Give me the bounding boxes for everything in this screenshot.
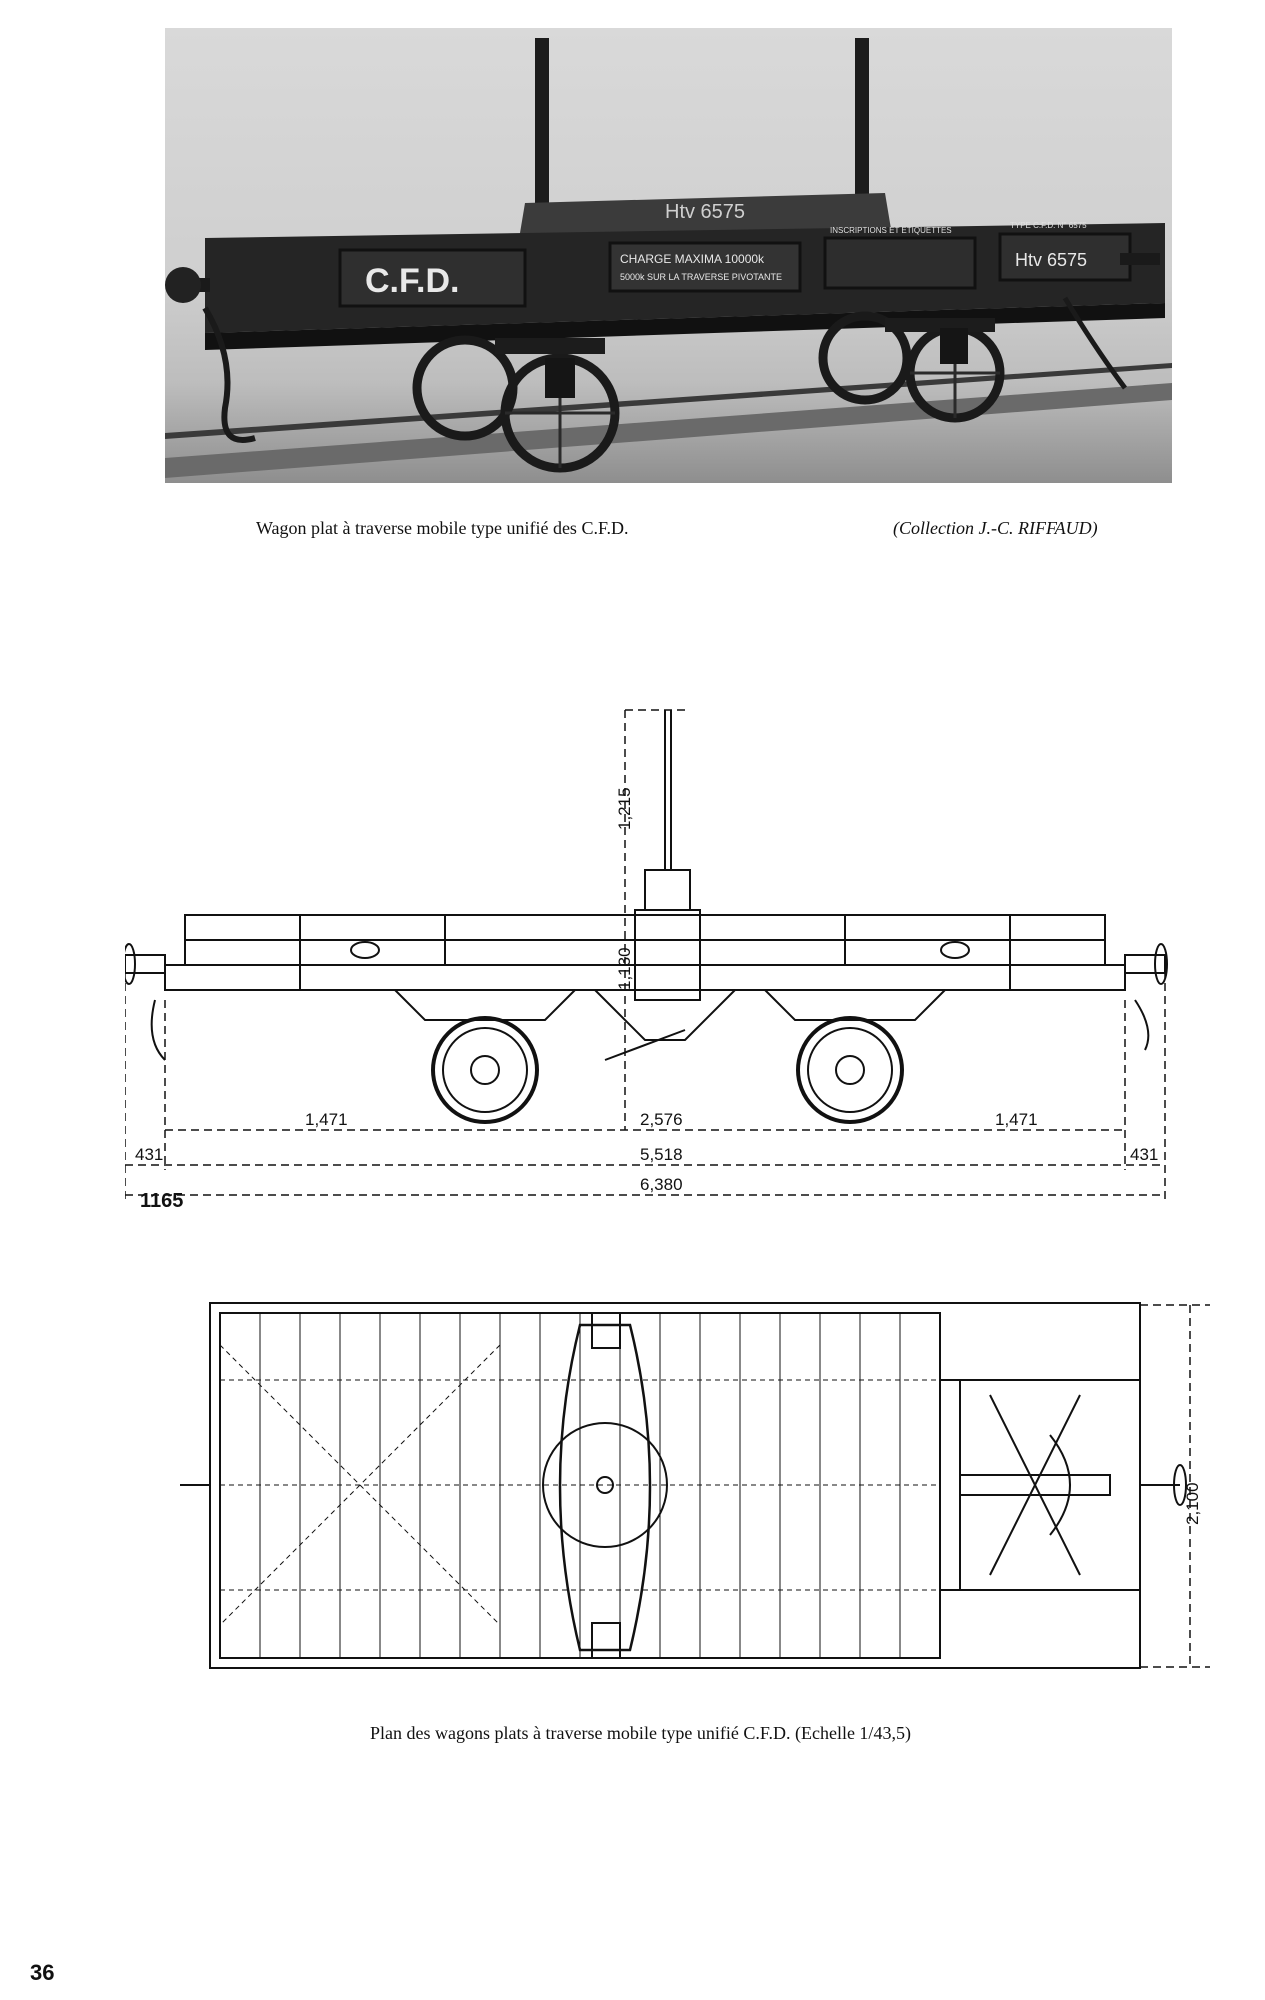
photo-caption: Wagon plat à traverse mobile type unifié… bbox=[256, 518, 629, 538]
dim-frame-length: 5,518 bbox=[640, 1145, 683, 1164]
drawing-code: 1165 bbox=[140, 1190, 184, 1212]
plan-svg: 2,100 bbox=[133, 1302, 1210, 1669]
page-number: 36 bbox=[30, 1960, 55, 1985]
plan-caption: Plan des wagons plats à traverse mobile … bbox=[370, 1723, 911, 1743]
side-elevation-svg: 1,215 1,130 1,471 2,576 1,471 431 5,518 … bbox=[122, 709, 1168, 1200]
wagon-photo: C.F.D. CHARGE MAXIMA 10000k 5000k SUR LA… bbox=[165, 28, 1172, 483]
dim-buffer-left: 431 bbox=[135, 1145, 163, 1164]
dim-wheelbase: 2,576 bbox=[640, 1110, 683, 1129]
dim-right-overhang: 1,471 bbox=[995, 1110, 1038, 1129]
dim-width: 2,100 bbox=[1183, 1482, 1202, 1525]
photo-cfd-lettering: C.F.D. bbox=[365, 262, 459, 300]
photo-plate-right-small: TYPE C.F.D. N° 6575 bbox=[1010, 221, 1087, 230]
photo-plate-small: INSCRIPTIONS ET ETIQUETTES bbox=[830, 226, 952, 235]
photo-credit: (Collection J.-C. RIFFAUD) bbox=[893, 518, 1098, 538]
photo-number-right: Htv 6575 bbox=[1015, 250, 1087, 270]
dim-buffer-right: 431 bbox=[1130, 1145, 1158, 1164]
photo-plate-line1: CHARGE MAXIMA 10000k bbox=[620, 252, 765, 266]
side-elevation-drawing: 1,215 1,130 1,471 2,576 1,471 431 5,518 … bbox=[122, 700, 1225, 1220]
dim-body-height: 1,130 bbox=[615, 947, 634, 990]
photo-plate-line2: 5000k SUR LA TRAVERSE PIVOTANTE bbox=[620, 272, 782, 282]
photo-number-top: Htv 6575 bbox=[665, 201, 745, 223]
plan-drawing: 2,100 bbox=[133, 1285, 1240, 1685]
dim-left-overhang: 1,471 bbox=[305, 1110, 348, 1129]
wagon-photo-illustration: C.F.D. CHARGE MAXIMA 10000k 5000k SUR LA… bbox=[165, 38, 1172, 478]
dim-total-length: 6,380 bbox=[640, 1175, 683, 1194]
dim-stake-height: 1,215 bbox=[615, 787, 634, 830]
